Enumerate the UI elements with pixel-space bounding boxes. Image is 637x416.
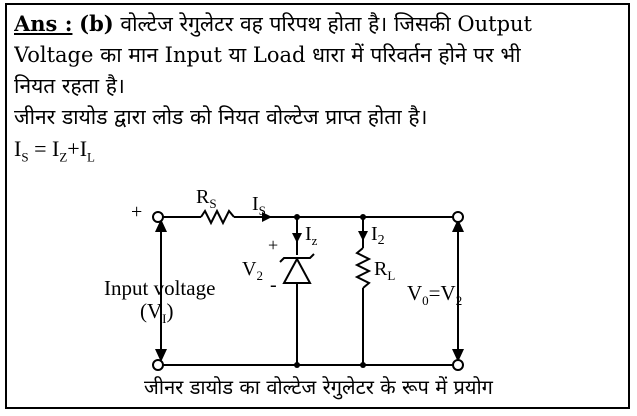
input-voltage-label: Input voltage [104,276,215,300]
output-terminal-bottom [452,359,464,371]
junction-top-zener [294,214,300,220]
zener-diode-icon [282,256,312,284]
eq-term-1-sub: Z [59,149,68,165]
input-arrow-down-head [155,349,167,362]
input-arrow-up-head [155,219,167,232]
zener-minus-label: - [270,274,277,296]
current-equation: IS = IZ+IL [14,133,622,172]
junction-bottom-load [360,362,366,368]
eq-lhs: I [14,136,22,161]
eq-sign: = [28,136,52,161]
zener-bar [279,253,315,263]
zener-plus-label: + [268,235,278,255]
answer-frame [5,3,630,409]
answer-choice: (b) [79,11,114,36]
is-label: IS [252,193,266,218]
answer-line-1: Ans : (b) वोल्टेज रेगुलेटर वह परिपथ होता… [14,8,622,40]
input-terminal-top [152,211,164,223]
output-arrow-up-head [452,219,464,232]
iz-label: Iz [305,223,318,248]
v2-label: V2 [242,258,263,283]
junction-bottom-zener [294,362,300,368]
series-resistor-rs [200,208,235,226]
answer-text: Ans : (b) वोल्टेज रेगुलेटर वह परिपथ होता… [14,8,622,172]
eq-plus: + [67,136,80,161]
vi-label: (VI) [140,299,174,326]
eq-term-2: I [79,136,88,161]
eq-term-1: I [51,136,60,161]
input-terminal-bottom [152,359,164,371]
eq-term-2-sub: L [87,149,95,165]
eq-lhs-sub: S [21,149,29,165]
answer-line-1-text: वोल्टेज रेगुलेटर वह परिपथ होता है। जिसकी… [120,12,532,36]
circuit-caption: जीनर डायोड का वोल्टेज रेगुलेटर के रूप मे… [144,375,493,399]
output-arrow-down-head [452,349,464,362]
answer-line-3: नियत रहता है। [14,74,125,98]
answer-label: Ans : [14,11,73,36]
rs-label: RS [196,186,217,211]
v0-label: V0=V2 [407,281,462,308]
junction-top-load [360,214,366,220]
rl-label: RL [374,258,395,283]
answer-line-4: जीनर डायोड द्वारा लोड को नियत वोल्टेज प्… [14,105,428,129]
input-plus-label: + [131,201,142,223]
load-resistor-rl [354,247,372,289]
answer-line-2: Voltage का मान Input या Load धारा में पर… [14,43,521,67]
i2-label: I2 [371,223,385,248]
output-terminal-top [452,211,464,223]
